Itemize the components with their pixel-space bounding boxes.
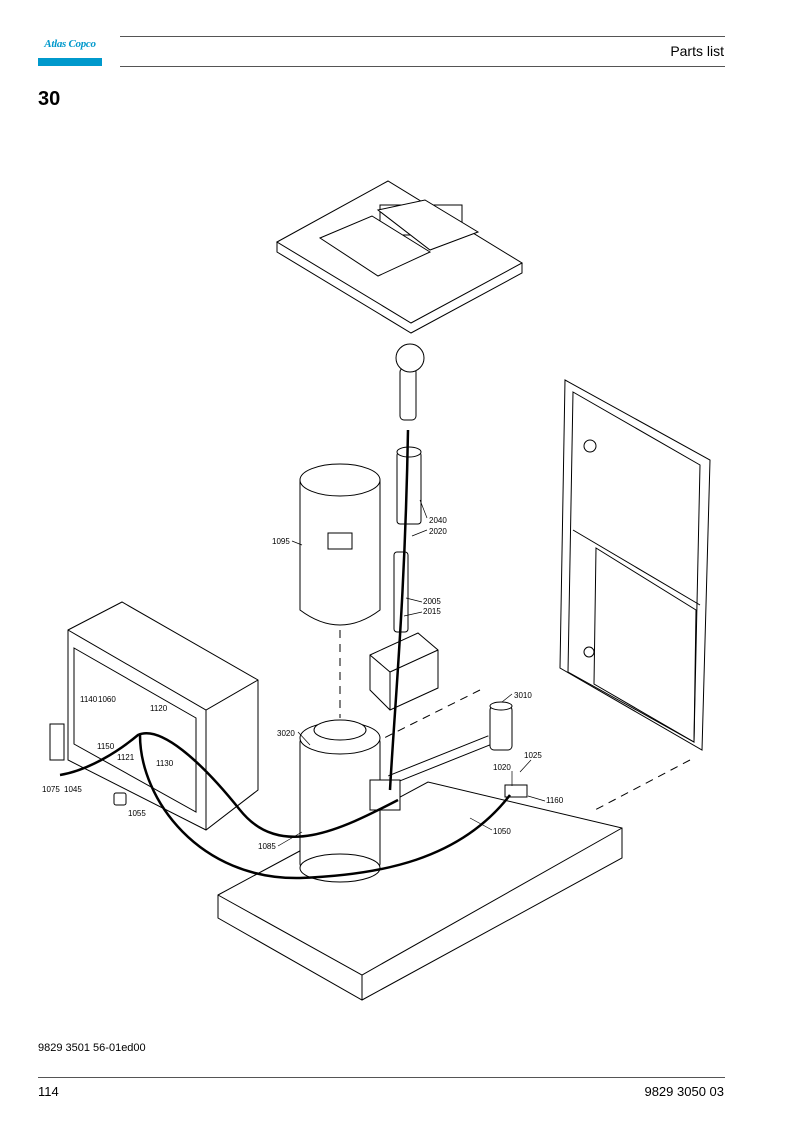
footer-rule [38, 1077, 725, 1078]
logo-text: Atlas Copco [44, 38, 96, 50]
callout-1025: 1025 [524, 751, 542, 760]
callout-2020: 2020 [429, 527, 447, 536]
side-door-panel [559, 379, 711, 751]
page-section-number: 30 [38, 88, 61, 110]
logo-bar [38, 58, 102, 66]
callout-1160: 1160 [546, 796, 564, 805]
valve-block [369, 779, 401, 811]
header-title: Parts list [670, 43, 724, 59]
fitting-1020 [504, 784, 528, 798]
callout-3020: 3020 [277, 729, 295, 738]
callout-2005: 2005 [423, 597, 441, 606]
callout-1075: 1075 [42, 785, 60, 794]
part-1055 [113, 792, 127, 806]
callout-1140: 1140 [80, 695, 98, 704]
callout-1050: 1050 [493, 827, 511, 836]
cable-left [59, 732, 399, 838]
electrical-box [369, 632, 439, 711]
callout-3010: 3010 [514, 691, 532, 700]
cartridge-3010 [489, 705, 513, 751]
header-rule-bottom [120, 66, 725, 67]
callout-1120: 1120 [150, 704, 168, 713]
callout-1130: 1130 [156, 759, 174, 768]
base-plate [217, 781, 623, 1001]
callout-1020: 1020 [493, 763, 511, 772]
footer-doc-number: 9829 3050 03 [644, 1084, 724, 1099]
atlas-copco-logo: Atlas Copco [38, 36, 102, 68]
cabinet-frame [67, 601, 259, 831]
sensor-1075 [49, 723, 65, 761]
callout-1121: 1121 [117, 753, 135, 762]
cable-lower [138, 734, 511, 880]
header-rule-top [120, 36, 725, 37]
callout-1055: 1055 [128, 809, 146, 818]
footer-page-number: 114 [38, 1084, 59, 1099]
callout-1150: 1150 [97, 742, 115, 751]
drawing-reference: 9829 3501 56-01ed00 [38, 1042, 146, 1054]
callout-2040: 2040 [429, 516, 447, 525]
hose-main [388, 429, 410, 791]
callout-1045: 1045 [64, 785, 82, 794]
callout-1095: 1095 [272, 537, 290, 546]
callout-1085: 1085 [258, 842, 276, 851]
filter-housing [399, 367, 417, 421]
pipe-sleeve-upper [396, 451, 422, 525]
callout-1060: 1060 [98, 695, 116, 704]
tank-cylinder [299, 737, 381, 869]
callout-2015: 2015 [423, 607, 441, 616]
